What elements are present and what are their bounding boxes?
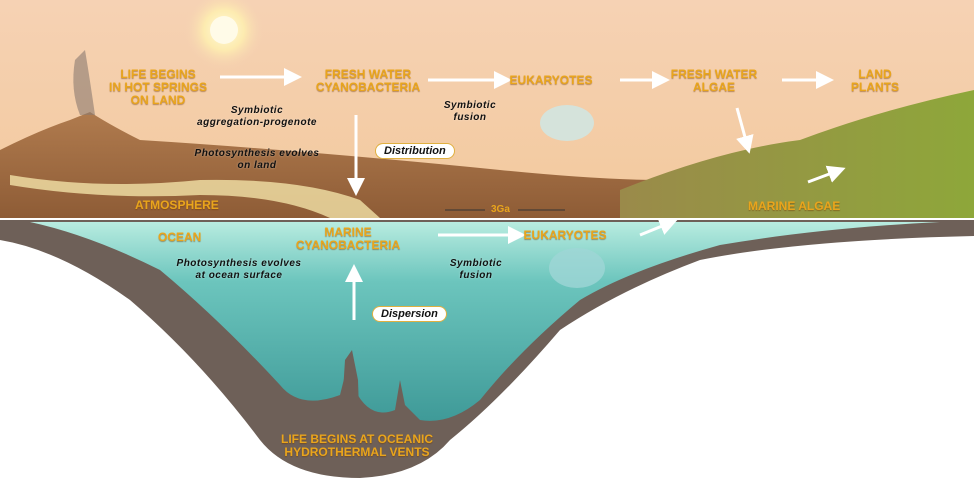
label-fresh-water-algae: FRESH WATER ALGAE (671, 68, 757, 94)
time-marker-3ga: 3Ga (491, 204, 510, 215)
volcano-smoke (73, 50, 95, 115)
text-line: at ocean surface (195, 270, 283, 281)
text-line: Symbiotic (449, 258, 503, 269)
text-line: FRESH WATER (670, 67, 758, 81)
dispersion-badge: Dispersion (372, 306, 447, 322)
text-line: MARINE (324, 225, 372, 239)
ocean-water (30, 222, 940, 421)
text-line: HYDROTHERMAL VENTS (284, 445, 430, 459)
note-photosynthesis-ocean: Photosynthesis evolves at ocean surface (177, 258, 302, 282)
label-fresh-water-cyanobacteria: FRESH WATER CYANOBACTERIA (316, 68, 420, 94)
text-line: on land (237, 160, 277, 171)
text-line: LIFE BEGINS (120, 67, 196, 81)
text-line: fusion (453, 112, 487, 123)
note-symbiotic-aggregation: Symbiotic aggregation-progenote (197, 105, 317, 129)
label-ocean: OCEAN (158, 230, 202, 244)
eukaryote-cell-ocean (549, 248, 605, 288)
text-line: CYANOBACTERIA (295, 238, 401, 252)
note-symbiotic-fusion-ocean: Symbiotic fusion (450, 258, 502, 282)
note-symbiotic-fusion-land: Symbiotic fusion (444, 100, 496, 124)
label-marine-algae: MARINE ALGAE (748, 199, 841, 213)
text-line: CYANOBACTERIA (315, 80, 421, 94)
flow-arrows (220, 68, 846, 320)
label-marine-cyanobacteria: MARINE CYANOBACTERIA (296, 226, 400, 252)
text-line: Photosynthesis evolves (194, 148, 320, 159)
text-line: LAND (858, 67, 892, 81)
text-line: ALGAE (692, 80, 735, 94)
label-atmosphere: ATMOSPHERE (135, 198, 219, 212)
label-hot-springs: LIFE BEGINS IN HOT SPRINGS ON LAND (109, 68, 207, 107)
text-line: PLANTS (851, 80, 899, 94)
text-line: IN HOT SPRINGS (108, 80, 208, 94)
green-hill (620, 90, 974, 218)
text-line: Photosynthesis evolves (176, 258, 302, 269)
label-eukaryotes-land: EUKARYOTES (509, 73, 593, 87)
text-line: Symbiotic (443, 100, 497, 111)
text-line: FRESH WATER (324, 67, 412, 81)
label-land-plants: LAND PLANTS (851, 68, 899, 94)
hot-spring-pools (10, 175, 380, 218)
text-line: Symbiotic (230, 105, 284, 116)
text-line: LIFE BEGINS AT OCEANIC (280, 432, 434, 446)
note-photosynthesis-land: Photosynthesis evolves on land (195, 148, 320, 172)
label-hydrothermal-vents: LIFE BEGINS AT OCEANIC HYDROTHERMAL VENT… (281, 433, 433, 459)
text-line: fusion (459, 270, 493, 281)
label-eukaryotes-ocean: EUKARYOTES (523, 228, 607, 242)
text-line: ON LAND (130, 93, 186, 107)
eukaryote-cell-land (540, 105, 594, 141)
distribution-badge: Distribution (375, 143, 455, 159)
text-line: aggregation-progenote (197, 117, 317, 128)
hydrothermal-vent (340, 350, 360, 440)
